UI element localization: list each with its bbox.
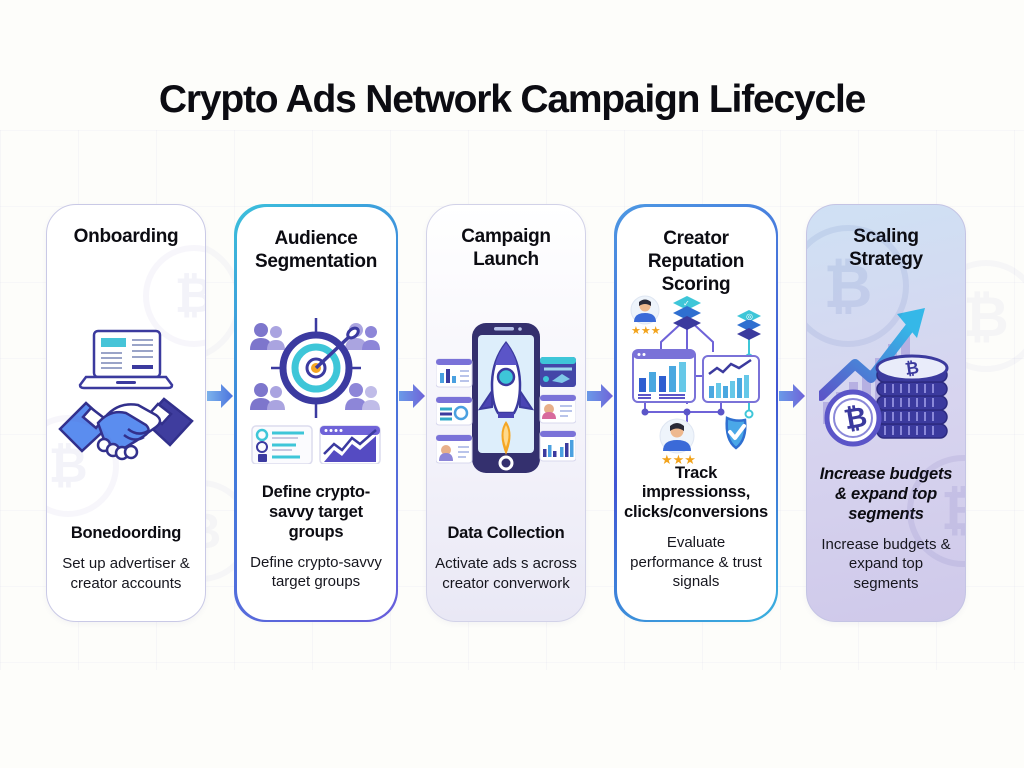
stage-title: Campaign Launch	[461, 226, 551, 271]
svg-text:★★★: ★★★	[631, 325, 661, 337]
laptop-handshake-icon	[55, 275, 197, 524]
flow-arrow-icon	[586, 382, 614, 410]
stage-description: Activate ads s across creator converwork	[435, 555, 577, 592]
stage-title: Onboarding	[73, 226, 179, 247]
page-title: Crypto Ads Network Campaign Lifecycle	[158, 78, 866, 122]
svg-text:★★★: ★★★	[661, 452, 696, 464]
stage-title: Creator Reputation Scoring	[647, 227, 745, 295]
flow-arrow-icon	[778, 382, 806, 410]
svg-text:₿: ₿	[904, 358, 921, 379]
svg-text:✓: ✓	[683, 299, 690, 308]
stage-description: Increase budgets & expand top segments	[821, 535, 951, 592]
phone-rocket-icon	[435, 275, 577, 524]
stage-subtitle: Increase budgets & expand top segments	[819, 465, 953, 523]
stage-card-onboarding: ₿ ₿ Onboarding	[46, 204, 206, 622]
flow-arrow-icon	[398, 382, 426, 410]
stage-description: Evaluate performance & trust signals	[630, 534, 762, 590]
stage-title: Scaling Strategy	[849, 226, 923, 271]
reputation-network-icon: ★★★ ✓ ◎	[625, 294, 768, 464]
stage-description: Define crypto-savvy target groups	[250, 553, 382, 591]
stage-subtitle: Bonedoording	[70, 524, 182, 543]
stage-title: Audience Segmentation	[254, 227, 378, 272]
growth-coins-icon: ₿ ₿	[815, 275, 957, 465]
stage-subtitle: Define crypto-savvy target groups	[261, 483, 371, 541]
stage-card-creator-reputation: Creator Reputation Scoring	[614, 204, 778, 622]
lifecycle-stages: ₿ ₿ Onboarding	[46, 204, 978, 622]
svg-text:₿: ₿	[842, 401, 870, 435]
stage-card-campaign-launch: Campaign Launch	[426, 204, 586, 622]
stage-subtitle: Track impressionss, clicks/conversions	[623, 463, 769, 522]
stage-description: Set up advertiser & creator accounts	[62, 555, 190, 592]
svg-text:◎: ◎	[746, 312, 753, 321]
stage-card-audience-segmentation: Audience Segmentation	[234, 204, 398, 622]
flow-arrow-icon	[206, 382, 234, 410]
stage-subtitle: Data Collection	[447, 524, 565, 543]
stage-card-scaling-strategy: ₿ ₿ Scaling Strategy	[806, 204, 966, 622]
target-audience-icon	[245, 277, 388, 484]
